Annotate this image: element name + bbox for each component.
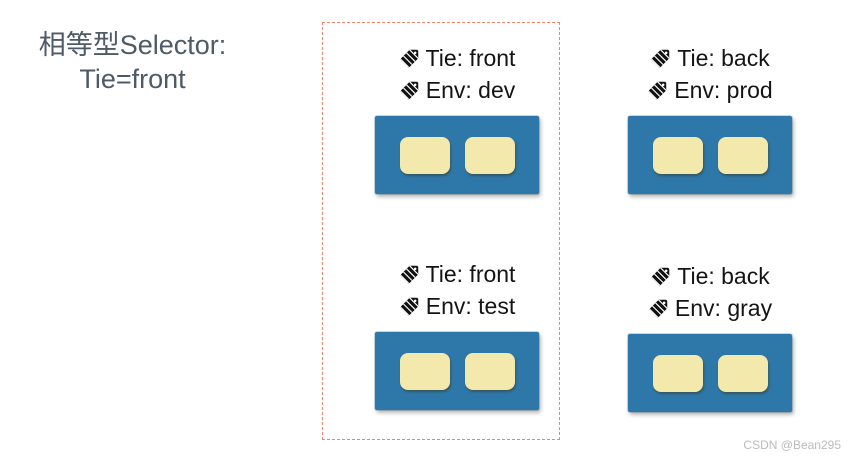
pod-group-front-test: Tie: front Env: test	[375, 258, 539, 410]
pod-label-row: Env: prod	[628, 74, 792, 106]
pod-label-row: Tie: front	[375, 42, 539, 74]
pod	[628, 116, 792, 194]
pod-label-row: Tie: back	[628, 42, 792, 74]
watermark: CSDN @Bean295	[743, 438, 841, 452]
container-box	[717, 354, 768, 392]
pod	[375, 116, 539, 194]
pod-label-row: Tie: back	[628, 260, 792, 292]
container-box	[399, 136, 450, 174]
selector-match-box	[322, 22, 560, 440]
pod-group-back-gray: Tie: back Env: gray	[628, 260, 792, 412]
pod-label-text: Tie: front	[425, 260, 516, 287]
pod-group-back-prod: Tie: back Env: prod	[628, 42, 792, 194]
selector-title-line1: 相等型Selector:	[38, 30, 227, 60]
pod-label-text: Env: gray	[674, 294, 773, 321]
pod	[375, 332, 539, 410]
container-box	[652, 136, 703, 174]
pod-label-row: Env: gray	[628, 292, 792, 324]
tag-icon	[652, 267, 670, 285]
pod-label-text: Tie: front	[425, 44, 516, 71]
pod-label-text: Tie: back	[677, 262, 770, 289]
tag-icon	[649, 81, 667, 99]
selector-title: 相等型Selector: Tie=front	[10, 28, 255, 96]
container-box	[652, 354, 703, 392]
pod	[628, 334, 792, 412]
container-box	[464, 352, 515, 390]
container-box	[464, 136, 515, 174]
pod-label-text: Env: dev	[425, 76, 516, 103]
tag-icon	[652, 49, 670, 67]
tag-icon	[400, 265, 418, 283]
tag-icon	[649, 299, 668, 317]
container-box	[399, 352, 450, 390]
pod-label-row: Env: dev	[375, 74, 539, 106]
pod-label-row: Env: test	[375, 290, 539, 322]
tag-icon	[400, 49, 418, 67]
tag-icon	[400, 81, 418, 99]
pod-label-row: Tie: front	[375, 258, 539, 290]
selector-title-line2: Tie=front	[79, 64, 186, 94]
pod-label-text: Env: prod	[674, 76, 773, 103]
tag-icon	[400, 297, 418, 315]
pod-label-text: Env: test	[425, 292, 516, 319]
pod-label-text: Tie: back	[677, 44, 770, 71]
container-box	[717, 136, 768, 174]
pod-group-front-dev: Tie: front Env: dev	[375, 42, 539, 194]
